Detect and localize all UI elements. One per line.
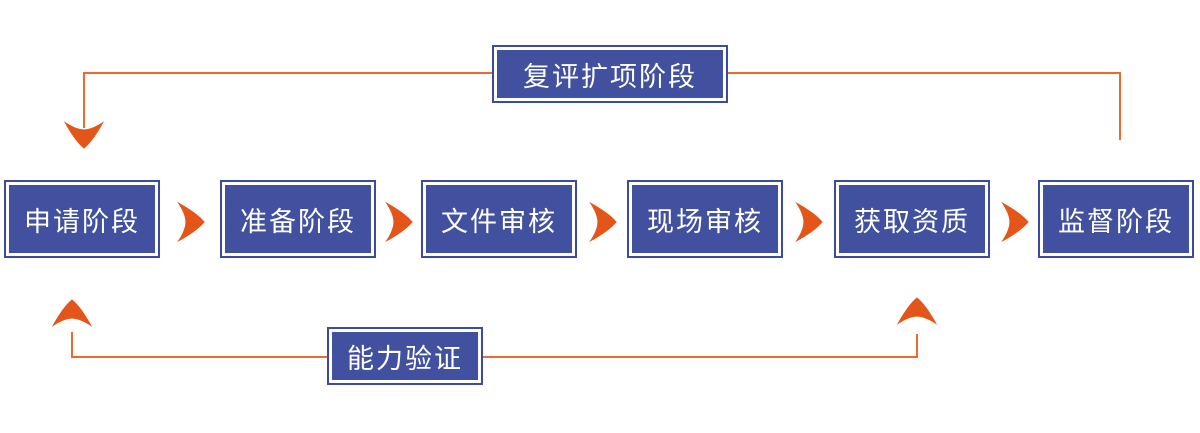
step-label-prepare: 准备阶段 [225, 185, 371, 253]
bottom-loop-line-left [71, 332, 327, 358]
step-box-obtain-qualification: 获取资质 [834, 180, 990, 258]
loop-box-proficiency-testing: 能力验证 [327, 327, 483, 385]
step-label-onsite-review: 现场审核 [632, 185, 778, 253]
top-loop-line-left [83, 72, 492, 128]
bottom-loop-line-right [483, 334, 918, 358]
step-box-apply: 申请阶段 [4, 180, 160, 258]
chevron-right-icon [795, 201, 823, 243]
step-box-onsite-review: 现场审核 [627, 180, 783, 258]
chevron-right-icon [1001, 201, 1029, 243]
top-loop-line-right [728, 72, 1121, 140]
chevron-down-icon [63, 121, 105, 149]
chevron-right-icon [177, 201, 205, 243]
loop-box-reassessment-extension: 复评扩项阶段 [492, 45, 728, 103]
loop-label-reassessment-extension: 复评扩项阶段 [497, 50, 723, 98]
loop-label-proficiency-testing: 能力验证 [332, 332, 478, 380]
step-box-supervision: 监督阶段 [1038, 180, 1194, 258]
step-label-supervision: 监督阶段 [1043, 185, 1189, 253]
step-label-document-review: 文件审核 [426, 185, 572, 253]
step-label-apply: 申请阶段 [9, 185, 155, 253]
chevron-up-icon [51, 299, 93, 327]
step-label-obtain-qualification: 获取资质 [839, 185, 985, 253]
step-box-prepare: 准备阶段 [220, 180, 376, 258]
chevron-right-icon [385, 201, 413, 243]
chevron-right-icon [589, 201, 617, 243]
chevron-up-icon [896, 297, 938, 325]
step-box-document-review: 文件审核 [421, 180, 577, 258]
